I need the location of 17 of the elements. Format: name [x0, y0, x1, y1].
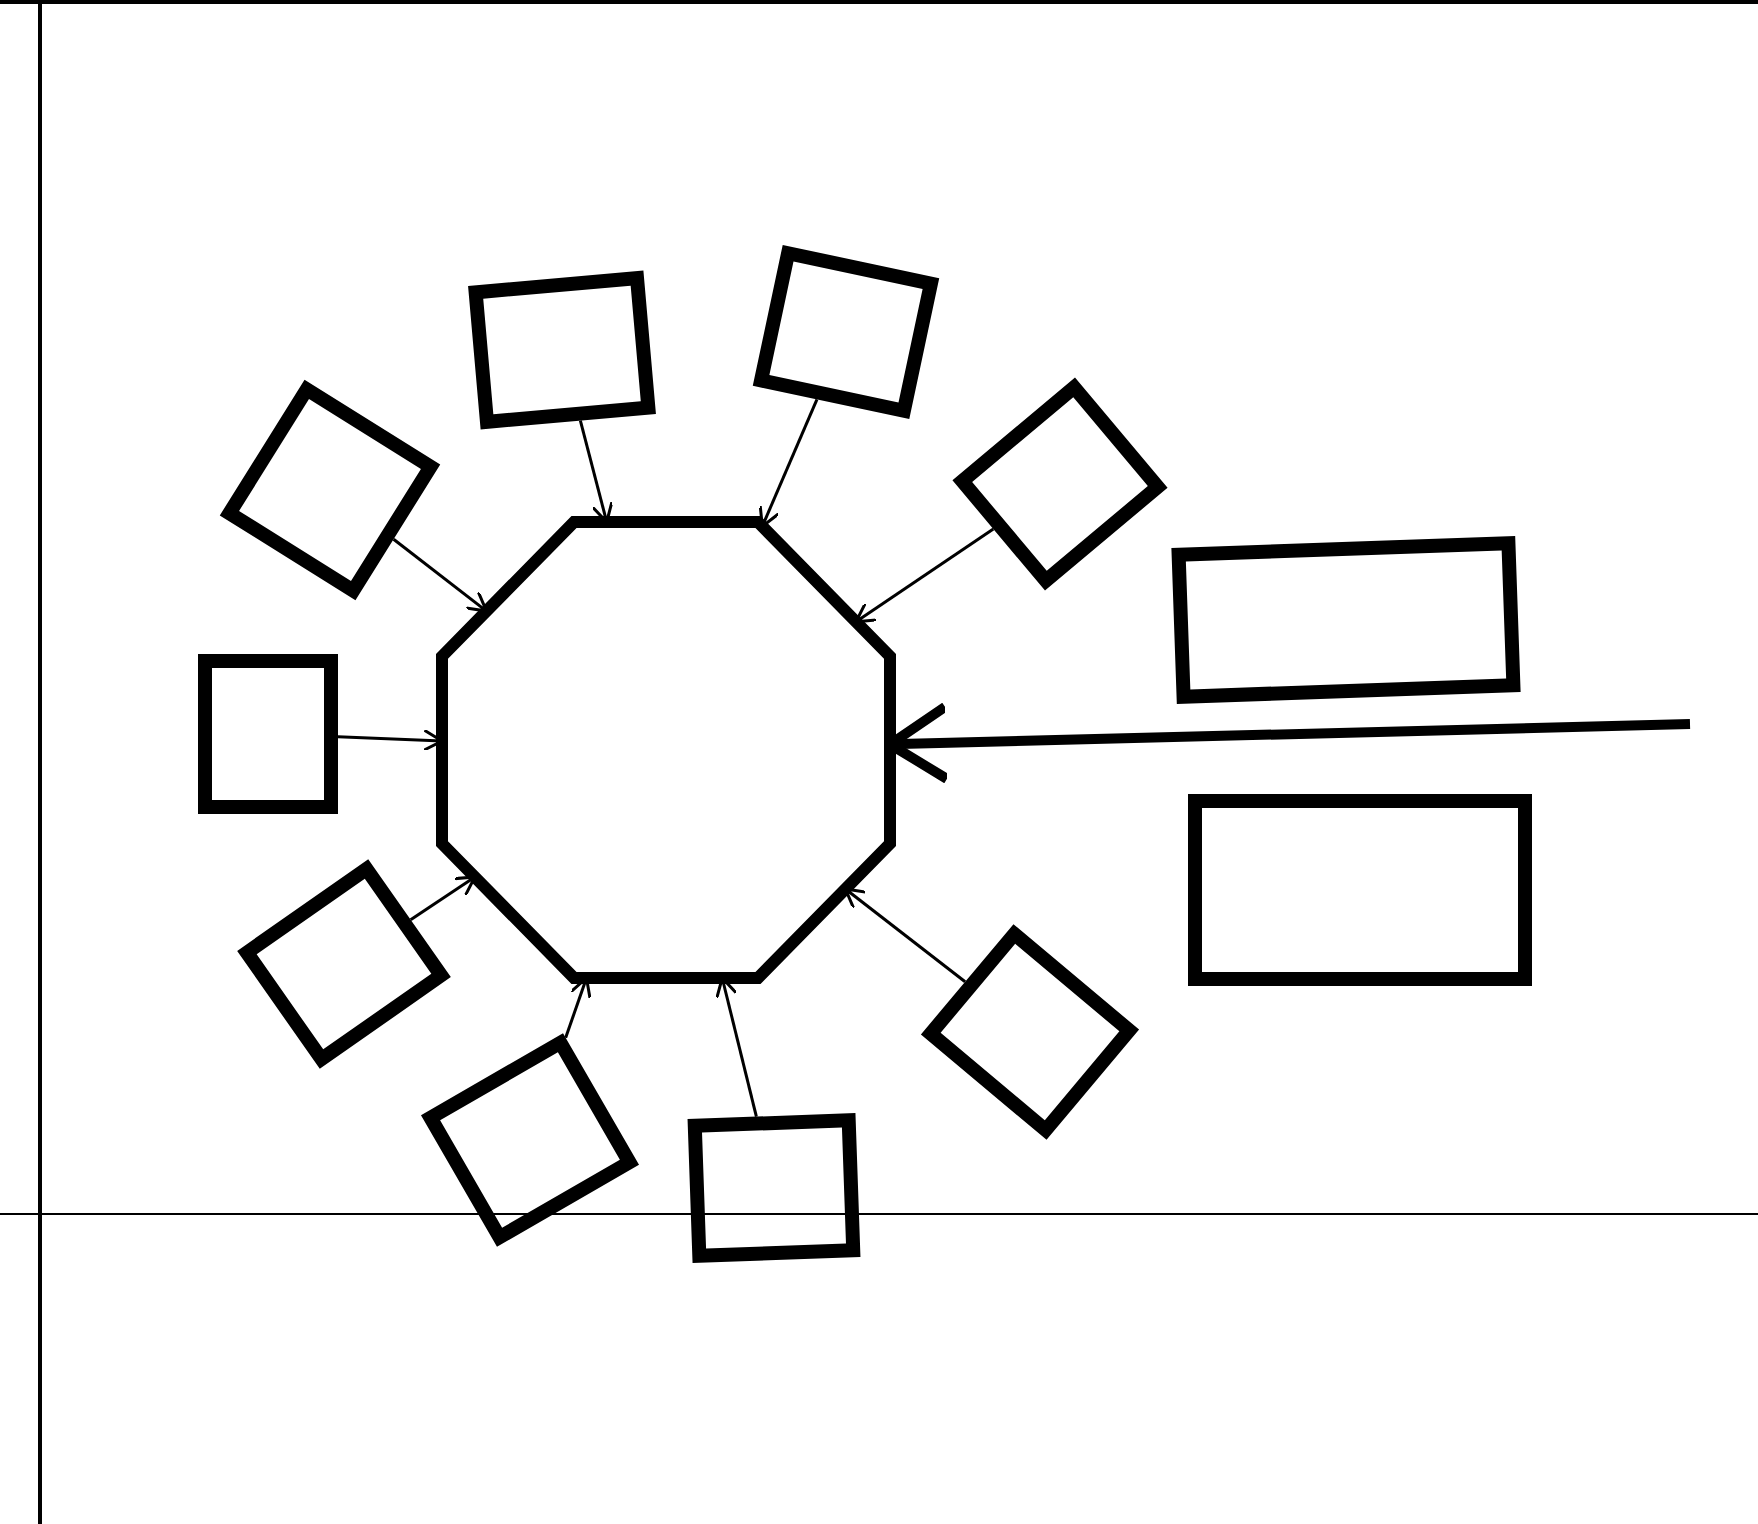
arrow [409, 875, 477, 921]
octagon-shape [436, 516, 896, 984]
empty-box [920, 924, 1140, 1140]
empty-box [421, 1033, 639, 1247]
empty-box [237, 859, 451, 1069]
empty-box [752, 244, 940, 420]
arrow [843, 887, 967, 983]
arrow [758, 398, 819, 528]
empty-box [1188, 794, 1532, 986]
empty-box [1171, 536, 1521, 704]
arrow [392, 538, 488, 613]
empty-box [468, 270, 656, 430]
empty-box [219, 379, 441, 601]
empty-box [687, 1113, 861, 1263]
empty-box [952, 377, 1168, 591]
empty-box [198, 654, 338, 814]
arrow [854, 527, 995, 624]
